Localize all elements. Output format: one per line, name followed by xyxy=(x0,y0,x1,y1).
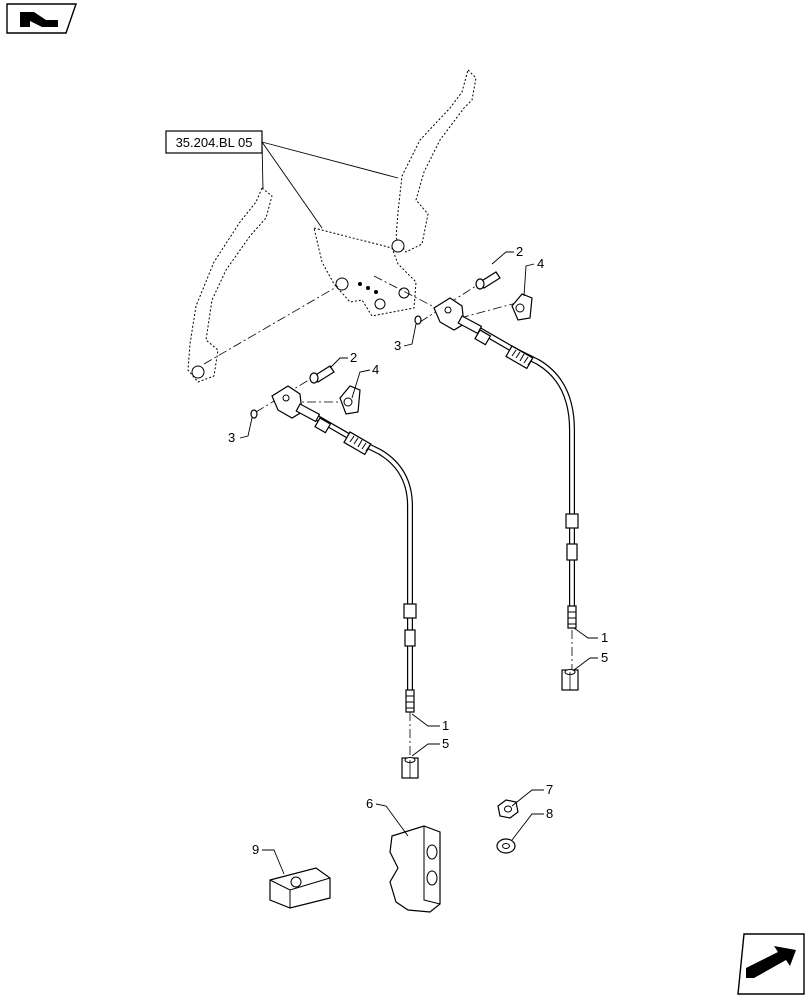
right-retainer[interactable] xyxy=(511,293,533,321)
callout-right-clip: 3 xyxy=(394,338,401,353)
clamp-part[interactable] xyxy=(389,825,441,913)
callout-right-cable: 1 xyxy=(601,630,608,645)
left-cable-assembly[interactable] xyxy=(271,385,417,713)
callout-labels: 2 4 3 2 4 3 1 5 1 5 6 7 8 9 xyxy=(228,244,608,857)
right-sleeve-upper xyxy=(565,513,579,529)
left-clip[interactable] xyxy=(250,409,258,419)
right-clevis xyxy=(433,297,465,331)
reference-leaders xyxy=(261,141,399,229)
loader-frame-ghost xyxy=(187,69,477,383)
left-pin[interactable] xyxy=(309,365,335,384)
washer-part[interactable] xyxy=(496,838,516,854)
left-nut[interactable] xyxy=(401,757,419,779)
callout-clamp: 6 xyxy=(366,796,373,811)
callout-right-retainer: 4 xyxy=(537,256,544,271)
left-clevis xyxy=(271,385,303,419)
right-clip[interactable] xyxy=(414,315,422,325)
left-retainer[interactable] xyxy=(339,385,361,415)
assembly-axes xyxy=(203,275,573,756)
left-cable-end xyxy=(405,689,415,713)
callout-left-pin: 2 xyxy=(350,350,357,365)
right-pin[interactable] xyxy=(475,271,501,290)
right-cable-assembly[interactable] xyxy=(433,297,579,629)
callout-right-pin: 2 xyxy=(516,244,523,259)
block-part[interactable] xyxy=(269,867,331,909)
right-sleeve-lower xyxy=(566,543,578,561)
callout-left-clip: 3 xyxy=(228,430,235,445)
view-orientation-icon[interactable] xyxy=(6,3,77,34)
left-sleeve-lower xyxy=(404,629,416,647)
callout-left-nut: 5 xyxy=(442,736,449,751)
left-bellows xyxy=(343,431,372,456)
callout-left-retainer: 4 xyxy=(372,362,379,377)
reference-box[interactable]: 35.204.BL 05 xyxy=(165,130,263,154)
callout-washer: 8 xyxy=(546,806,553,821)
locknut-part[interactable] xyxy=(497,799,519,819)
right-nut[interactable] xyxy=(561,669,579,691)
callout-leaders xyxy=(239,251,598,875)
callout-right-nut: 5 xyxy=(601,650,608,665)
callout-left-cable: 1 xyxy=(442,718,449,733)
right-bellows xyxy=(505,345,534,370)
callout-block: 9 xyxy=(252,842,259,857)
right-cable-end xyxy=(567,605,577,629)
next-page-arrow-icon[interactable] xyxy=(737,933,805,995)
left-sleeve-upper xyxy=(403,603,417,619)
reference-box-label: 35.204.BL 05 xyxy=(176,135,253,150)
callout-locknut: 7 xyxy=(546,782,553,797)
